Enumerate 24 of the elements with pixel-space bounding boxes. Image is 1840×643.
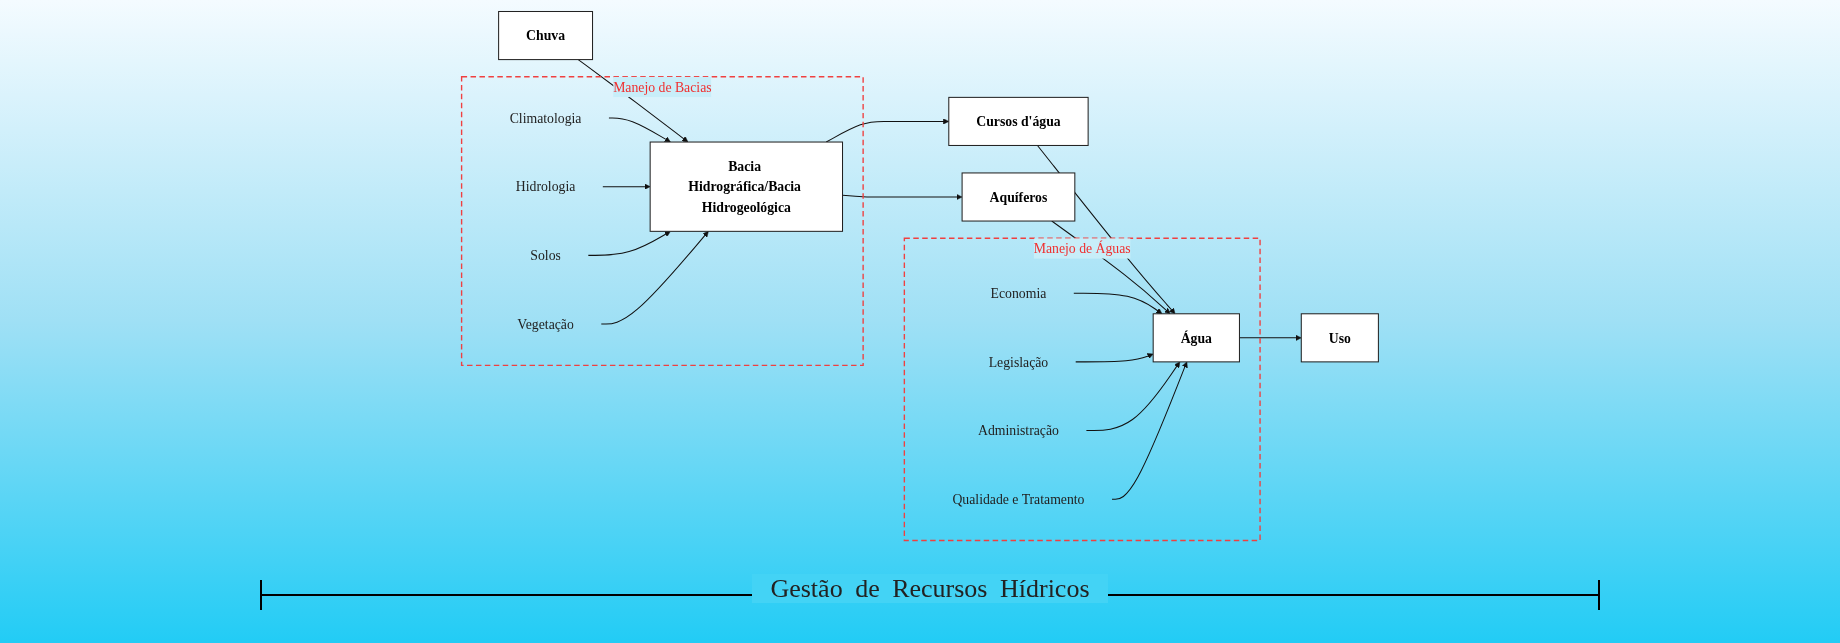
node-box: Uso (1300, 313, 1379, 363)
arrow (842, 193, 963, 200)
node-text: Legislação (988, 354, 1049, 370)
node-text: Economia (990, 285, 1047, 301)
arrow (600, 231, 709, 325)
arrow (1075, 353, 1154, 363)
arrow (602, 183, 651, 190)
bracket-label: Gestão de Recursos Hídricos (752, 574, 1108, 603)
node-text: Vegetação (517, 316, 574, 332)
node-box: Aquíferos (961, 172, 1076, 222)
node-text: Climatologia (509, 110, 582, 126)
node-box: Bacia Hidrográfica/Bacia Hidrogeológica (649, 141, 844, 232)
node-box: Cursos d'água (948, 96, 1089, 146)
node-text: Qualidade e Tratamento (952, 491, 1085, 507)
arrow (608, 117, 671, 143)
arrow (1111, 361, 1188, 500)
node-box: Água (1152, 313, 1240, 363)
node-box: Chuva (498, 11, 594, 61)
node-text: Solos (530, 247, 561, 263)
arrow (1073, 292, 1163, 315)
arrow (587, 231, 671, 256)
node-text: Administração (978, 423, 1059, 439)
arrow (1085, 361, 1181, 432)
node-text: Hidrologia (515, 179, 576, 195)
